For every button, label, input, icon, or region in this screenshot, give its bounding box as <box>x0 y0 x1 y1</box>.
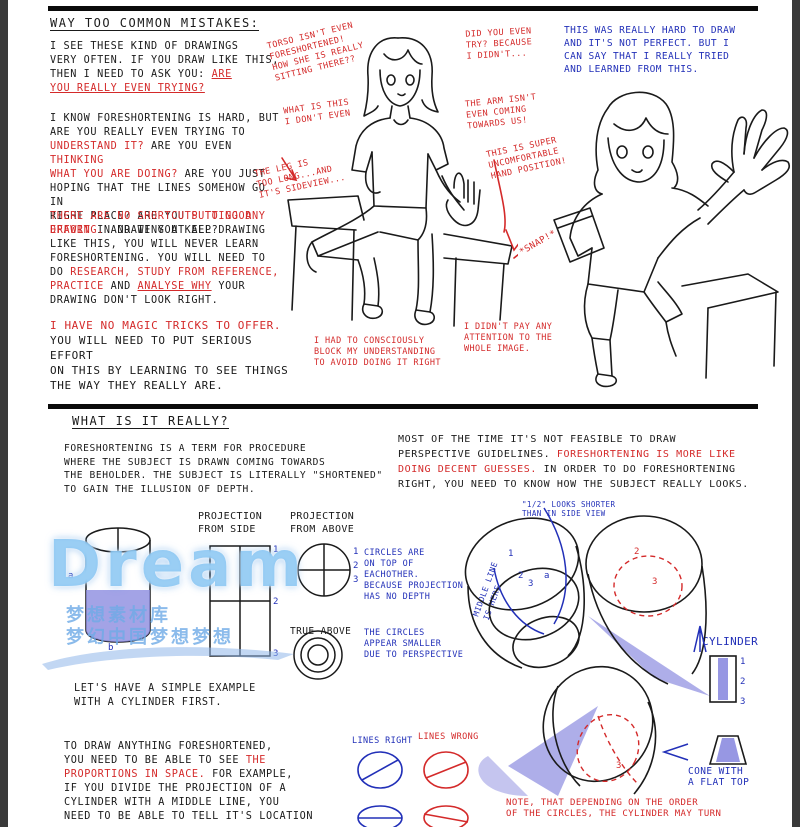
above-num-1: 1 <box>353 547 358 557</box>
lines-right-label: Lines right <box>352 736 413 746</box>
watermark-subtitle: 梦想素材库 梦幻中国梦想梦想 <box>66 605 234 648</box>
cyl-small-3: 3 <box>740 697 745 707</box>
true-above-label: True above <box>290 626 352 637</box>
cyl-label-a: a <box>68 571 73 581</box>
watermark-logo: Dream <box>48 528 306 602</box>
above-num-2: 2 <box>353 561 358 571</box>
side-num-2: 2 <box>273 597 278 607</box>
section-divider <box>48 404 758 409</box>
definition-paragraph: Foreshortening is a term for procedure w… <box>64 443 383 495</box>
good-drawing-girl <box>553 91 791 388</box>
red-num-3: 3 <box>652 577 657 587</box>
circles-appear-note: The circles appear smaller due to perspe… <box>364 628 464 660</box>
no-magic-paragraph: I have no magic tricks to offer. You wil… <box>50 319 289 392</box>
big-num-2: 2 <box>518 571 523 581</box>
note-consciously: I had to consciously block my understand… <box>314 336 441 368</box>
section2-heading: What is it really? <box>72 414 230 429</box>
note-order: Note, that depending on the order of the… <box>506 798 722 819</box>
cyl-label-b: b <box>108 643 113 653</box>
side-num-1: 1 <box>273 545 278 555</box>
cylinder-label: Cylinder <box>702 635 759 648</box>
big-label-a: a <box>544 571 549 581</box>
projection-side-label: Projection from side <box>198 511 263 535</box>
circles-on-top-note: Circles are on top of eachother. Because… <box>364 548 464 602</box>
section1-heading: Way too common mistakes: <box>50 16 260 31</box>
red-num-3b: 3 <box>616 761 621 771</box>
simple-example-text: Let's have a simple example with a cylin… <box>74 683 256 708</box>
tutorial-page: Way too common mistakes: I see these kin… <box>8 0 792 827</box>
half-looks-shorter-note: "1/2" looks shorter than in side view <box>522 500 616 518</box>
guesses-paragraph: Most of the time it's not feasible to dr… <box>398 434 749 490</box>
lines-wrong-label: Lines wrong <box>418 732 479 742</box>
note-hard-to-draw: This was really hard to draw and it's no… <box>564 25 736 75</box>
big-num-1: 1 <box>508 549 513 559</box>
bad-drawing-girl <box>281 37 518 327</box>
lines-comparison-diagram <box>357 751 469 827</box>
shortcuts-paragraph: There are no shortcuts to good drawing. … <box>50 211 279 306</box>
above-num-3: 3 <box>353 575 358 585</box>
foreshortened-cylinders-diagram: 1 2 3 a 1 2 3 2 3 3 <box>464 507 748 796</box>
watermark-swoosh <box>42 647 294 670</box>
cyl-small-1: 1 <box>740 657 745 667</box>
red-num-2: 2 <box>634 547 639 557</box>
effort-paragraph: I know foreshortening is hard, but are y… <box>50 113 279 236</box>
cyl-small-2: 2 <box>740 677 745 687</box>
top-divider <box>48 6 758 11</box>
note-attention: I didn't pay any attention to the whole … <box>464 322 553 354</box>
proportions-paragraph: To draw anything foreshortened, you need… <box>64 741 314 822</box>
intro-paragraph: I see these kind of drawings very often.… <box>50 41 279 94</box>
projection-above-label: Projection from above <box>290 511 355 535</box>
big-num-3: 3 <box>528 579 533 589</box>
cone-label: Cone with a flat top <box>688 766 750 788</box>
